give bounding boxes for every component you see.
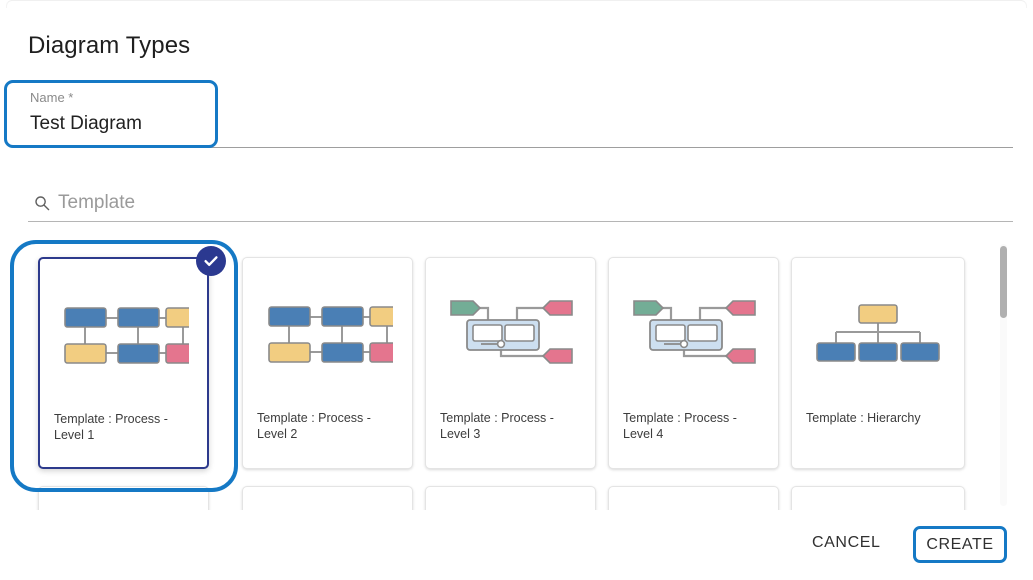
template-card[interactable]	[608, 486, 779, 510]
name-field-label: Name *	[30, 90, 74, 105]
template-card[interactable]	[425, 486, 596, 510]
template-list-scrollbar-thumb[interactable]	[1000, 246, 1007, 318]
search-placeholder: Template	[58, 192, 136, 213]
template-card[interactable]	[38, 486, 209, 510]
name-field[interactable]: Name *	[28, 86, 1013, 148]
template-card[interactable]	[791, 486, 965, 510]
create-button[interactable]: CREATE	[913, 526, 1007, 563]
template-card[interactable]	[242, 486, 413, 510]
name-input[interactable]	[30, 112, 630, 136]
search-underline	[28, 221, 1013, 222]
template-card-label: Template : Process - Level 4	[623, 411, 737, 441]
dialog-top-edge	[6, 0, 1027, 8]
template-thumbnail-hierarchy-tree	[792, 270, 964, 398]
template-card-process-level-2[interactable]: Template : Process - Level 2	[242, 257, 413, 469]
name-field-underline	[28, 147, 1013, 148]
template-thumbnail-process-swimlane	[426, 270, 595, 398]
template-thumbnail-process-swimlane	[609, 270, 778, 398]
template-search[interactable]: Template	[28, 186, 1013, 222]
template-card-process-level-4[interactable]: Template : Process - Level 4	[608, 257, 779, 469]
template-list-scrollbar-track[interactable]	[1000, 244, 1007, 506]
template-row: Template : Process - Level 1	[10, 257, 1000, 471]
template-card-process-level-1[interactable]: Template : Process - Level 1	[38, 257, 209, 469]
template-card-label: Template : Process - Level 3	[440, 411, 554, 441]
template-card-label: Template : Hierarchy	[806, 411, 921, 425]
template-card-hierarchy[interactable]: Template : Hierarchy	[791, 257, 965, 469]
template-card-label: Template : Process - Level 1	[54, 412, 168, 442]
cancel-button[interactable]: CANCEL	[812, 531, 881, 555]
template-row	[10, 486, 1000, 510]
check-circle-icon	[196, 246, 226, 276]
template-card-process-level-3[interactable]: Template : Process - Level 3	[425, 257, 596, 469]
template-list[interactable]: Template : Process - Level 1	[10, 236, 1024, 510]
search-icon	[34, 195, 50, 211]
template-card-label: Template : Process - Level 2	[257, 411, 371, 441]
template-thumbnail-process-grid	[40, 271, 207, 399]
template-thumbnail-process-grid	[243, 270, 412, 398]
page-title: Diagram Types	[28, 32, 191, 59]
